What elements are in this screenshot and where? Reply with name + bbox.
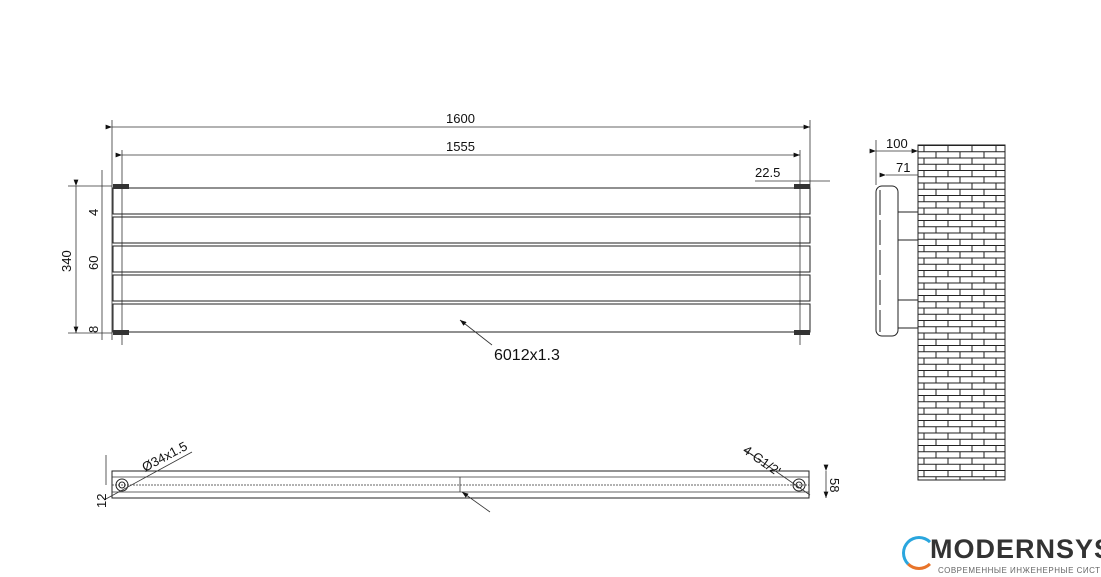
logo-tagline: СОВРЕМЕННЫЕ ИНЖЕНЕРНЫЕ СИСТЕМЫ <box>938 566 1101 575</box>
brick-wall <box>917 144 1006 481</box>
dim-depth: 58 <box>827 478 842 492</box>
logo-name: MODERNSYS <box>930 534 1101 564</box>
dim-pipe-centers: 1555 <box>446 139 475 154</box>
dim-gap: 4 <box>86 209 101 216</box>
dim-wall-distance: 100 <box>886 136 908 151</box>
dim-bracket: 71 <box>896 160 910 175</box>
top-view: Ø34x1.5 4-G1/2' 58 12 <box>94 438 842 513</box>
dim-total-width: 1600 <box>446 111 475 126</box>
dim-header: Ø34x1.5 <box>139 438 189 474</box>
dim-height: 340 <box>59 250 74 272</box>
dim-connections: 4-G1/2' <box>740 442 783 479</box>
dim-tube-height: 60 <box>86 256 101 270</box>
tube-spec-label: 6012x1.3 <box>494 347 560 364</box>
dim-bottom: 8 <box>86 326 101 333</box>
dim-edge: 12 <box>94 494 109 508</box>
front-view: 1600 1555 22.5 340 4 60 8 6012x1.3 <box>59 111 830 364</box>
radiator-tubes <box>112 184 811 335</box>
side-view: 100 71 <box>869 136 1006 481</box>
dim-offset: 22.5 <box>755 165 780 180</box>
modernsys-logo: MODERNSYS СОВРЕМЕННЫЕ ИНЖЕНЕРНЫЕ СИСТЕМЫ <box>900 532 1101 577</box>
logo-ring-icon <box>902 536 936 570</box>
